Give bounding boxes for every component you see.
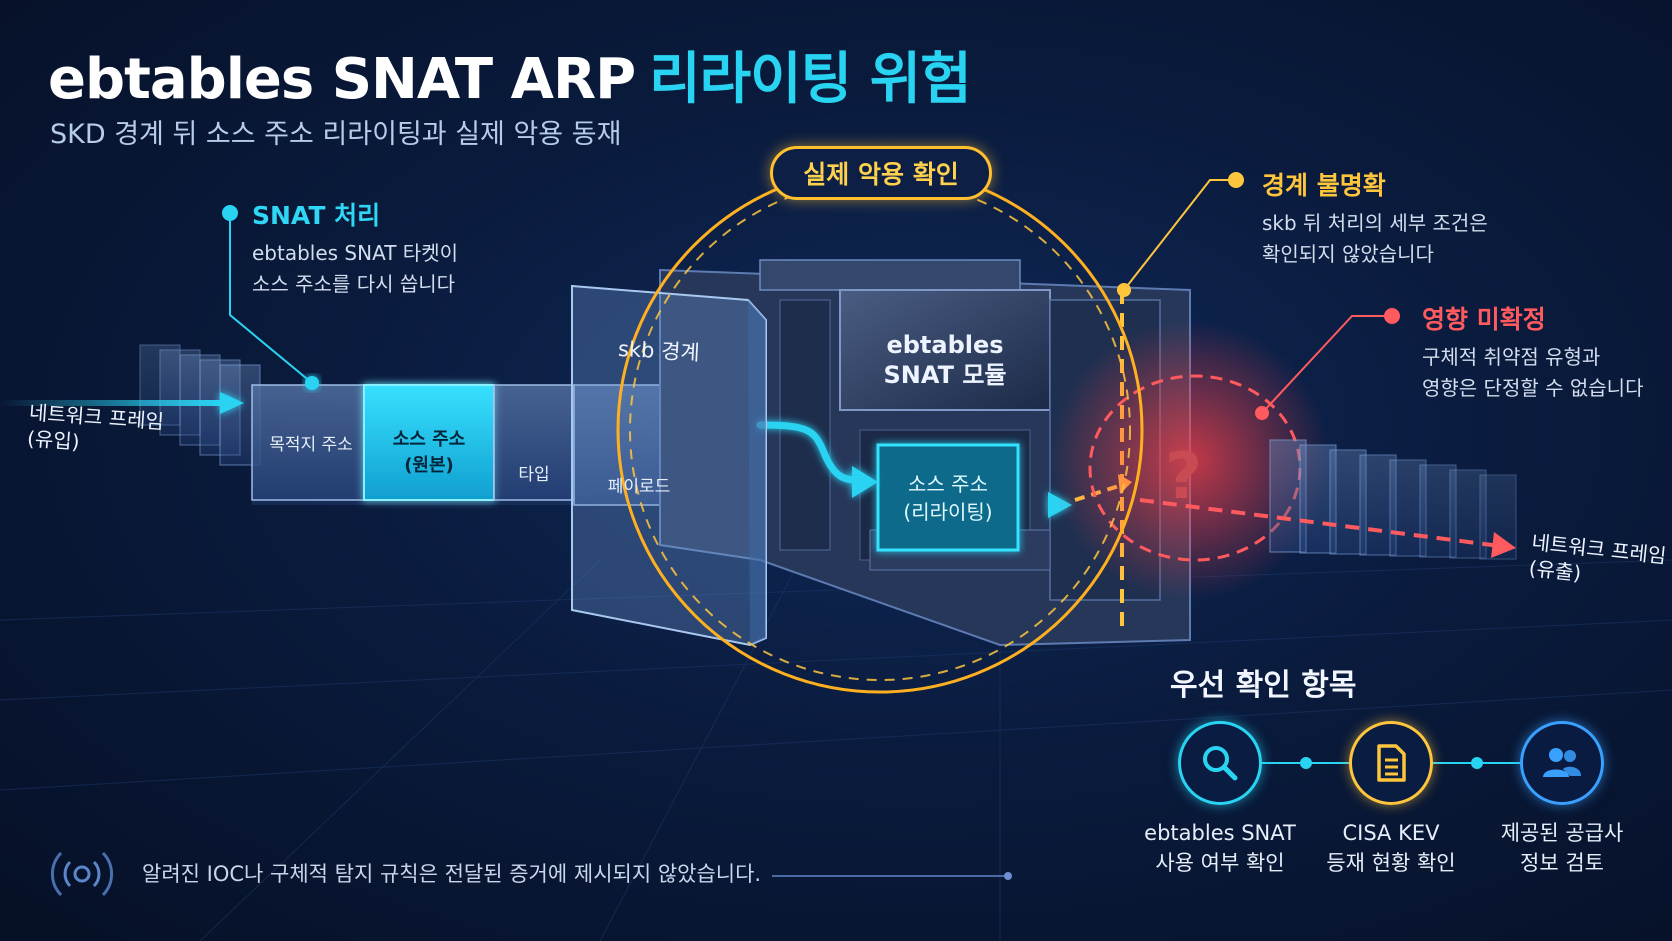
field-destination-line1: 목적지 주소 — [269, 435, 353, 455]
field-destination-address: 목적지 주소 — [258, 430, 364, 455]
priority-item-2-line2: 등재 현황 확인 — [1326, 851, 1456, 875]
rewritten-source-line1: 소스 주소 — [908, 472, 988, 496]
floor-grid — [0, 559, 1672, 941]
page-subtitle: SKD 경계 뒤 소스 주소 리라이팅과 실제 악용 동재 — [50, 119, 622, 150]
field-source-original: 소스 주소 (원본) — [364, 425, 494, 477]
network-frame — [251, 384, 703, 506]
unknown-question-mark: ? — [1165, 440, 1203, 514]
skb-boundary-panel — [571, 284, 767, 647]
module-label-line1: ebtables — [886, 331, 1004, 359]
snat-callout-line2: 소스 주소를 다시 씁니다 — [252, 272, 456, 296]
document-icon — [1377, 744, 1406, 782]
priority-item-1-line2: 사용 여부 확인 — [1155, 851, 1285, 875]
footer-note: 알려진 IOC나 구체적 탐지 규칙은 전달된 증거에 제시되지 않았습니다. — [142, 862, 762, 886]
users-icon — [1543, 748, 1581, 777]
field-type-line1: 타입 — [518, 465, 550, 485]
title-part-2: 리라이팅 위험 — [649, 47, 972, 112]
impact-callout-title: 영향 미확정 — [1422, 305, 1546, 334]
outflow-arrow — [1139, 498, 1516, 558]
module-label-line2: SNAT 모듈 — [883, 361, 1007, 389]
title-part-1: ebtables SNAT ARP — [48, 47, 636, 112]
priority-item-2-circle — [1349, 721, 1433, 805]
inflow-arrow — [0, 392, 244, 414]
impact-callout-line1: 구체적 취약점 유형과 — [1422, 345, 1601, 369]
snat-leader-line — [222, 205, 319, 390]
impact-leader-line — [1255, 308, 1400, 420]
rewrite-flow-arrowhead — [852, 466, 878, 498]
snat-callout-line1: ebtables SNAT 타켓이 — [252, 241, 458, 265]
field-payload: 페이로드 — [580, 472, 698, 497]
footer-divider — [772, 872, 1012, 880]
snat-callout: SNAT 처리 ebtables SNAT 타켓이 소스 주소를 다시 씁니다 — [252, 196, 458, 300]
field-type: 타입 — [494, 460, 574, 485]
impact-callout: 영향 미확정 구체적 취약점 유형과 영향은 단정할 수 없습니다 — [1422, 300, 1643, 404]
priority-item-3-line2: 정보 검토 — [1520, 851, 1604, 875]
priority-item-1-label: ebtables SNAT 사용 여부 확인 — [1130, 818, 1310, 878]
boundary-callout-line2: 확인되지 않았습니다 — [1262, 242, 1434, 266]
priority-item-1-line1: ebtables SNAT — [1144, 821, 1296, 845]
priority-item-2-label: CISA KEV 등재 현황 확인 — [1301, 818, 1481, 878]
rewrite-flow-arrow — [756, 421, 862, 484]
skb-boundary-label: skb 경계 — [617, 336, 701, 366]
priority-item-3-line1: 제공된 공급사 — [1500, 821, 1624, 845]
rewritten-source-line2: (리라이팅) — [903, 500, 993, 524]
outgoing-frame-stack — [1269, 439, 1517, 560]
priority-item-1-circle — [1178, 721, 1262, 805]
field-payload-line1: 페이로드 — [607, 477, 671, 497]
field-source-line2: (원본) — [404, 455, 454, 476]
inflow-label: 네트워크 프레임 (유입) — [26, 399, 164, 460]
search-icon — [1203, 746, 1238, 781]
priority-item-3-label: 제공된 공급사 정보 검토 — [1472, 818, 1652, 878]
field-source-line1: 소스 주소 — [392, 429, 466, 450]
rewritten-source-box — [876, 443, 1020, 552]
boundary-callout: 경계 불명확 skb 뒤 처리의 세부 조건은 확인되지 않았습니다 — [1262, 166, 1488, 270]
module-label: ebtables SNAT 모듈 — [860, 330, 1030, 390]
priority-section-title: 우선 확인 항목 — [1170, 668, 1357, 703]
impact-callout-line2: 영향은 단정할 수 없습니다 — [1422, 376, 1644, 400]
exploit-confirmed-badge: 실제 악용 확인 — [770, 146, 992, 200]
priority-connectors — [1262, 757, 1520, 769]
rewritten-source-label: 소스 주소 (리라이팅) — [878, 470, 1018, 526]
boundary-leader-line — [1117, 172, 1244, 297]
priority-item-2-line1: CISA KEV — [1342, 821, 1440, 845]
priority-item-3-circle — [1520, 721, 1604, 805]
boundary-callout-line1: skb 뒤 처리의 세부 조건은 — [1262, 211, 1488, 235]
snat-callout-title: SNAT 처리 — [252, 201, 381, 230]
signal-icon — [50, 851, 114, 897]
boundary-callout-title: 경계 불명확 — [1262, 171, 1386, 200]
